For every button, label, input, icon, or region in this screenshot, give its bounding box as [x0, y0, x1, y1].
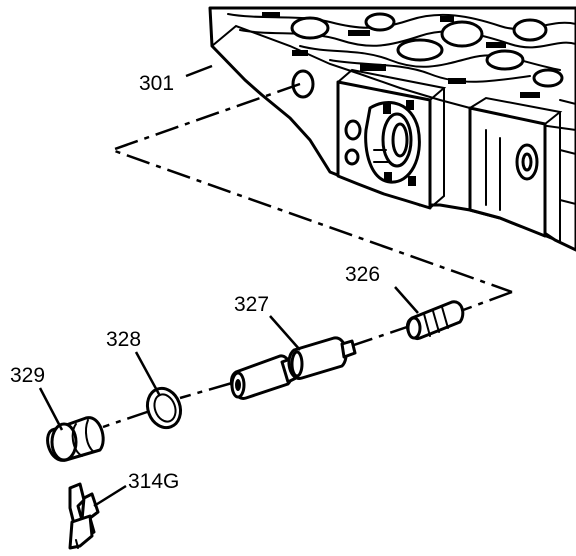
label-329: 329: [10, 364, 45, 387]
label-328: 328: [106, 328, 141, 351]
part-329-plug: [46, 416, 105, 462]
part-328-o-ring: [145, 386, 183, 430]
part-314g-clip: [68, 482, 100, 550]
part-326-spring: [406, 300, 465, 341]
part-327-valve: [230, 336, 357, 400]
label-301: 301: [139, 72, 174, 95]
label-326: 326: [345, 263, 380, 286]
valve-body-casting: [208, 6, 576, 252]
leader-329: [38, 387, 64, 431]
leader-328: [134, 351, 162, 397]
leader-301: [185, 64, 213, 78]
callout-labels: 301 326 327 328 329 314G: [10, 72, 380, 493]
leader-314g: [93, 484, 127, 508]
label-327: 327: [234, 293, 269, 316]
leader-327: [269, 315, 301, 351]
leader-lines: [38, 64, 419, 508]
assembly-centerline: [102, 82, 513, 429]
label-314g: 314G: [128, 470, 179, 493]
leader-326: [394, 286, 419, 314]
